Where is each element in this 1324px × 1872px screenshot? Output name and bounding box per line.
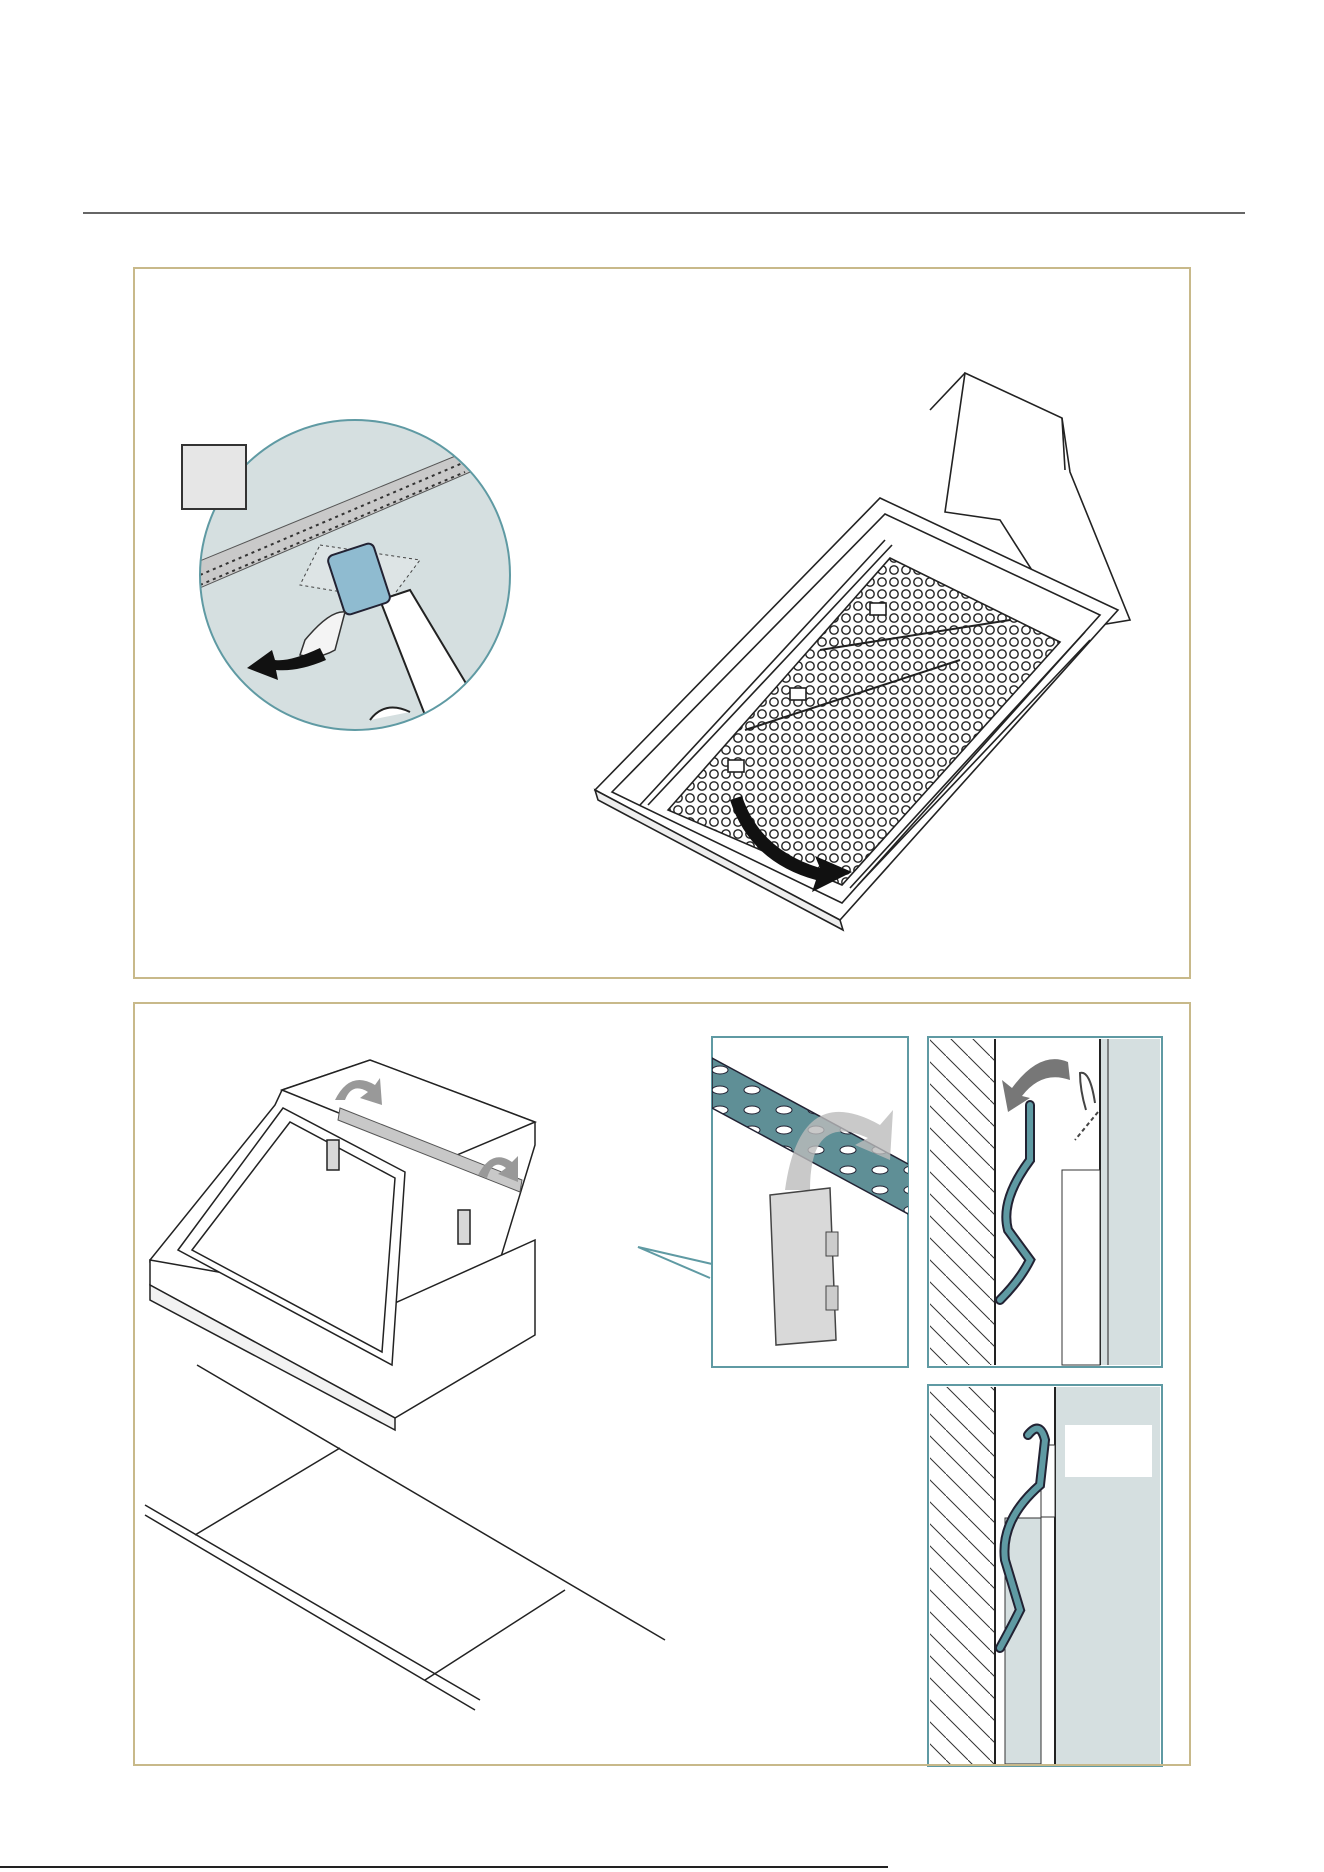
instruction-panel-2 <box>133 1002 1191 1766</box>
footer-rule <box>0 1866 888 1868</box>
step-badge <box>181 444 247 510</box>
hood-underside-drawing <box>595 373 1130 930</box>
